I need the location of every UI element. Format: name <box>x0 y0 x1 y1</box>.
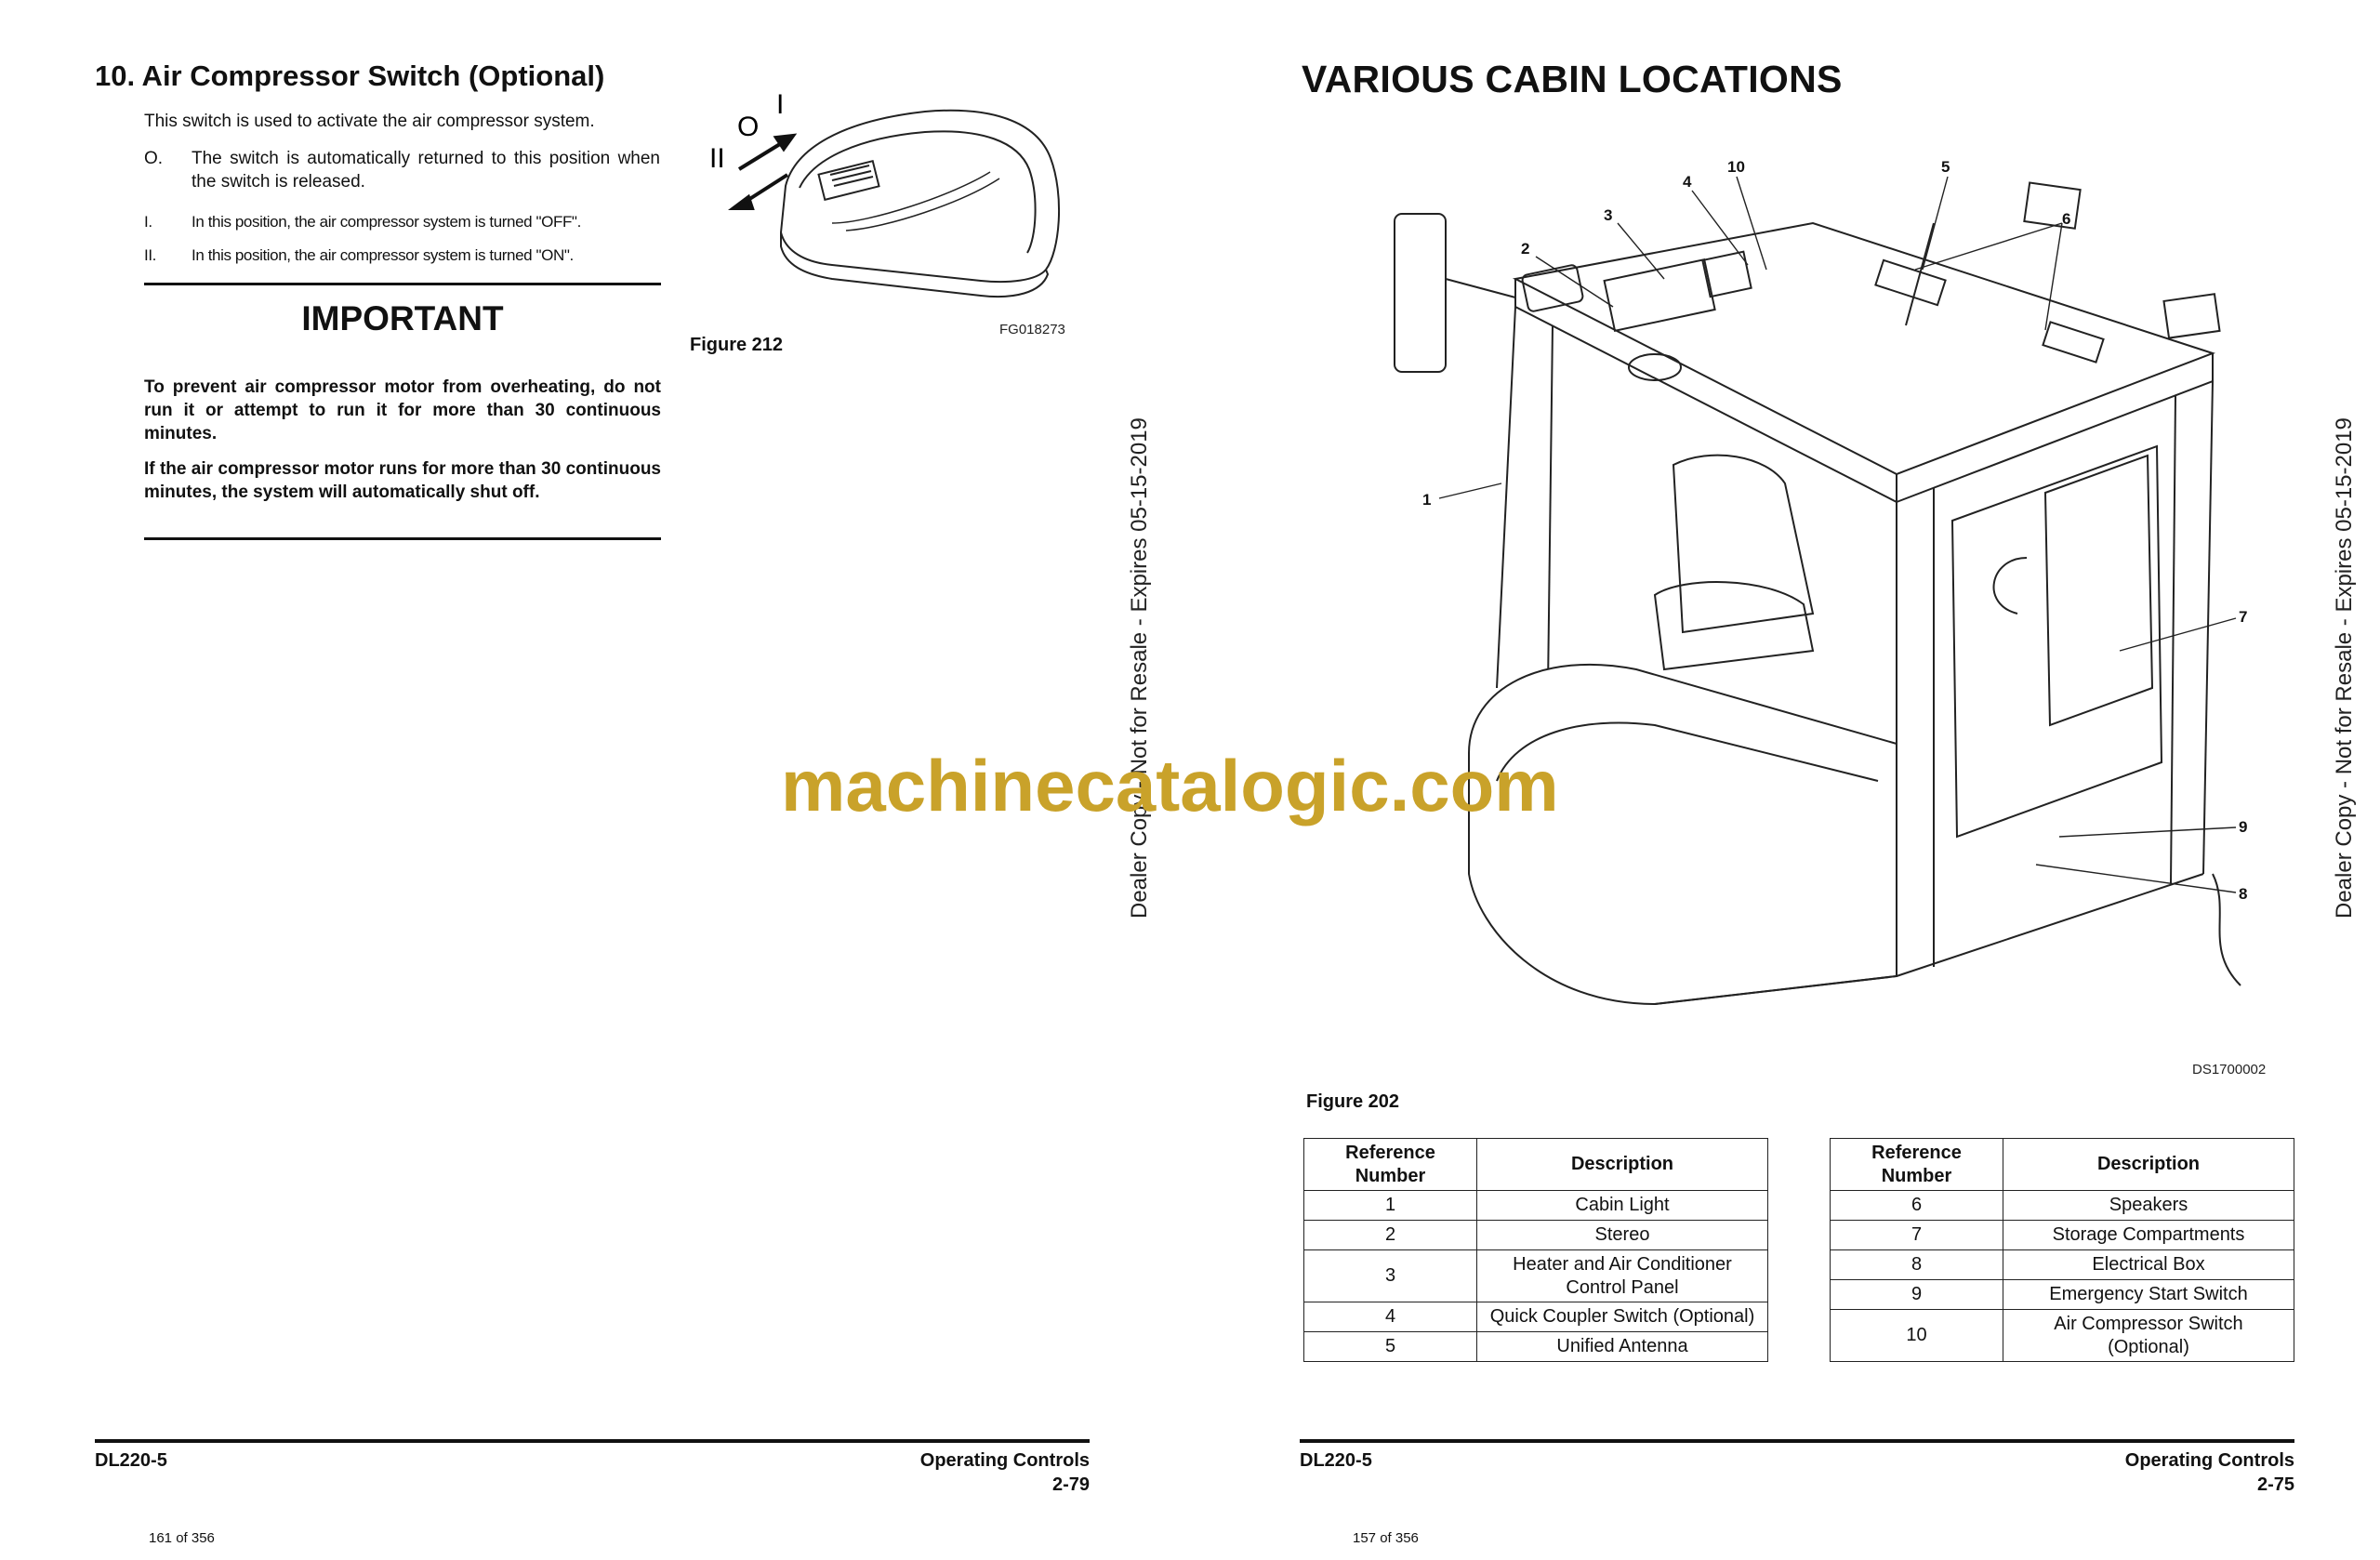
watermark: machinecatalogic.com <box>781 745 1559 826</box>
cell-ref: 3 <box>1303 1249 1477 1302</box>
callout-2: 2 <box>1521 240 1530 258</box>
footer-section: Operating Controls <box>2124 1450 2294 1471</box>
callout-3: 3 <box>1604 206 1613 224</box>
footer-rule <box>95 1439 1090 1443</box>
cell-ref: 2 <box>1303 1220 1477 1250</box>
cell-ref: 5 <box>1303 1331 1477 1362</box>
footer-rule <box>1300 1439 2294 1443</box>
list-marker: II. <box>144 246 156 264</box>
important-paragraph: To prevent air compressor motor from ove… <box>144 377 661 443</box>
header-description: Description <box>2003 1138 2294 1191</box>
page-count: 161 of 356 <box>149 1530 215 1546</box>
figure-code: DS1700002 <box>2192 1062 2267 1077</box>
symbol-ii: II <box>709 143 725 174</box>
cell-desc: Emergency Start Switch <box>2003 1279 2294 1310</box>
cell-ref: 4 <box>1303 1302 1477 1332</box>
switch-figure: O I II <box>709 89 1061 298</box>
cell-desc: Speakers <box>2003 1190 2294 1221</box>
intro-text: This switch is used to activate the air … <box>144 112 595 131</box>
callout-10: 10 <box>1727 158 1745 176</box>
cell-desc: Heater and Air Conditioner Control Panel <box>1476 1249 1768 1302</box>
figure-label: Figure 212 <box>690 335 784 355</box>
callout-5: 5 <box>1941 158 1950 176</box>
header-description: Description <box>1476 1138 1768 1191</box>
footer-page-number: 2-75 <box>2256 1474 2294 1495</box>
list-text: In this position, the air compressor sys… <box>192 246 574 264</box>
cell-desc: Air Compressor Switch (Optional) <box>2003 1309 2294 1362</box>
list-marker: I. <box>144 213 152 231</box>
callout-7: 7 <box>2239 608 2248 626</box>
side-stamp-left: Dealer Copy - Not for Resale - Expires 0… <box>1127 417 1152 919</box>
callout-9: 9 <box>2239 818 2248 836</box>
cell-desc: Stereo <box>1476 1220 1768 1250</box>
symbol-i: I <box>776 89 784 120</box>
footer-section: Operating Controls <box>919 1450 1090 1471</box>
cell-ref: 10 <box>1830 1309 2003 1362</box>
side-stamp-right: Dealer Copy - Not for Resale - Expires 0… <box>2332 417 2357 919</box>
cell-desc: Electrical Box <box>2003 1249 2294 1280</box>
cell-ref: 7 <box>1830 1220 2003 1250</box>
callout-8: 8 <box>2239 885 2248 903</box>
cell-desc: Cabin Light <box>1476 1190 1768 1221</box>
footer-model: DL220-5 <box>1300 1450 1372 1471</box>
list-text: The switch is automatically returned to … <box>192 149 660 192</box>
page-count: 157 of 356 <box>1353 1530 1419 1546</box>
callout-1: 1 <box>1422 491 1432 509</box>
header-reference-number: Reference Number <box>1303 1138 1477 1191</box>
cabin-figure <box>1394 181 2241 1006</box>
header-reference-number: Reference Number <box>1830 1138 2003 1191</box>
list-marker: O. <box>144 149 164 168</box>
cell-ref: 8 <box>1830 1249 2003 1280</box>
figure-label: Figure 202 <box>1306 1091 1400 1112</box>
symbol-o: O <box>737 112 759 142</box>
cell-ref: 6 <box>1830 1190 2003 1221</box>
cell-desc: Quick Coupler Switch (Optional) <box>1476 1302 1768 1332</box>
cell-desc: Unified Antenna <box>1476 1331 1768 1362</box>
table-header-row: Reference Number Description <box>1303 1138 1768 1191</box>
table-header-row: Reference Number Description <box>1830 1138 2294 1191</box>
cell-desc: Storage Compartments <box>2003 1220 2294 1250</box>
important-bottom-rule <box>144 537 661 540</box>
list-item: II. In this position, the air compressor… <box>144 244 665 268</box>
list-item: I. In this position, the air compressor … <box>144 210 665 234</box>
figure-code: FG018273 <box>999 322 1065 337</box>
footer-page-number: 2-79 <box>1051 1474 1090 1495</box>
callout-6: 6 <box>2062 210 2071 228</box>
page-title: VARIOUS CABIN LOCATIONS <box>1302 58 1843 100</box>
important-paragraph: If the air compressor motor runs for mor… <box>144 459 661 502</box>
list-item: O. The switch is automatically returned … <box>144 147 660 195</box>
section-title: 10. Air Compressor Switch (Optional) <box>95 59 605 92</box>
footer-model: DL220-5 <box>95 1450 167 1471</box>
cell-ref: 1 <box>1303 1190 1477 1221</box>
list-text: In this position, the air compressor sys… <box>192 213 581 231</box>
callout-4: 4 <box>1683 173 1692 191</box>
cell-ref: 9 <box>1830 1279 2003 1310</box>
important-top-rule <box>144 283 661 285</box>
important-heading: IMPORTANT <box>301 299 504 337</box>
